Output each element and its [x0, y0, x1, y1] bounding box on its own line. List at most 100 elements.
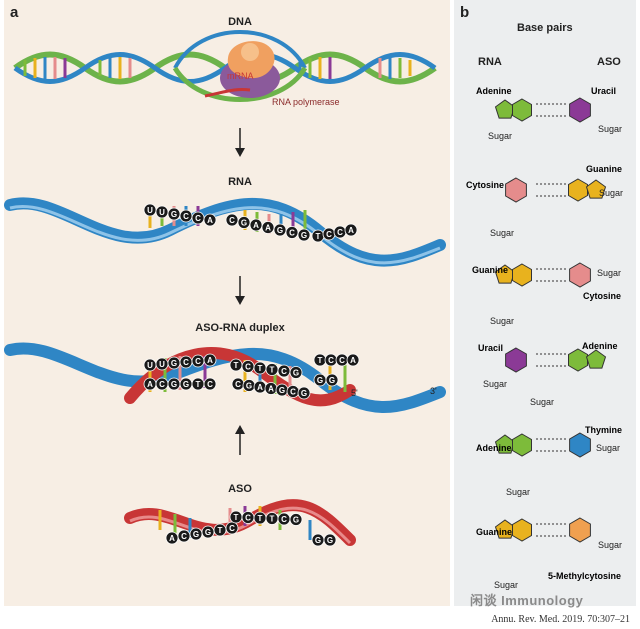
- pair1-right-sugar: Sugar: [598, 124, 623, 134]
- duplex-rna-bead-letter: C: [235, 380, 241, 389]
- rna-bead-letter: C: [337, 228, 343, 237]
- aso-bead-letter: C: [281, 515, 287, 524]
- rna-title: RNA: [228, 176, 252, 188]
- rna-bead-letter: G: [171, 210, 177, 219]
- pair1-left-ring-b: [512, 98, 532, 122]
- polymerase-label: RNA polymerase: [272, 97, 340, 107]
- duplex-rna-bead-letter: A: [257, 383, 263, 392]
- pair6-right-name: 5-Methylcytosine: [548, 571, 622, 581]
- duplex-aso-bead: [325, 373, 339, 387]
- panel-b-label: b: [460, 4, 470, 21]
- duplex-aso-bead-letter: G: [293, 369, 299, 378]
- pair5-left-ring-b: [512, 433, 532, 457]
- rna-bead-letter: T: [316, 232, 321, 241]
- pair5-right-sugar: Sugar: [596, 443, 621, 453]
- pair2-left-sugar: Sugar: [490, 228, 515, 238]
- three-prime-label: 3': [430, 386, 437, 396]
- duplex-rna-bead-letter: C: [290, 388, 296, 397]
- pair4-right-ring-a: [568, 348, 588, 372]
- rna-bead: [249, 218, 263, 232]
- duplex-aso-bead-letter: A: [147, 380, 153, 389]
- base-pair-structures: [494, 97, 607, 543]
- aso-bead-letter: T: [258, 514, 263, 523]
- aso-title: ASO: [228, 483, 252, 495]
- aso-bead-letter: G: [205, 528, 211, 537]
- rna-bead: [285, 226, 299, 239]
- pair6-left-sugar: Sugar: [494, 580, 519, 590]
- duplex-aso-bead-letter: G: [329, 376, 335, 385]
- pair2-right-sugar: Sugar: [599, 188, 624, 198]
- duplex-aso-bead: [289, 366, 303, 379]
- rna-bead: [297, 228, 311, 242]
- pair3-right-sugar: Sugar: [597, 268, 622, 278]
- duplex-rna-bead-letter: G: [171, 359, 177, 368]
- aso-bead-letter: G: [293, 516, 299, 525]
- pair3-left-sugar: Sugar: [490, 316, 515, 326]
- duplex-aso-bead-letter: T: [270, 366, 275, 375]
- duplex-rna-bead-letter: C: [328, 356, 334, 365]
- panel-a-label: a: [10, 4, 19, 21]
- duplex-rna-bead-letter: A: [207, 356, 213, 365]
- pair6-left-name: Guanine: [476, 527, 513, 537]
- rna-polymerase-icon: [204, 41, 280, 98]
- watermark: 闲谈 Immunology: [470, 593, 584, 608]
- aso-bead: [323, 533, 337, 547]
- pair3-right-ring: [569, 262, 591, 288]
- duplex-rna-bead: [203, 353, 217, 367]
- down-arrow-1-icon: [235, 128, 245, 157]
- duplex-aso-bead: [203, 377, 217, 391]
- pair1-right-ring: [569, 97, 591, 123]
- duplex-aso-bead-letter: T: [258, 364, 263, 373]
- rna-bead: [344, 223, 358, 237]
- rna-bead-letter: A: [265, 224, 271, 233]
- duplex-aso-bead-letter: C: [245, 363, 251, 372]
- dna-title: DNA: [228, 16, 252, 28]
- duplex-rna-bead: [346, 353, 360, 367]
- pair6-right-sugar: Sugar: [598, 540, 623, 550]
- rna-bead-letter: A: [253, 221, 259, 230]
- duplex-title: ASO-RNA duplex: [195, 322, 285, 334]
- rna-bead-letter: C: [326, 230, 332, 239]
- pair4-right-name: Adenine: [582, 341, 618, 351]
- duplex-rna-bead-letter: A: [350, 356, 356, 365]
- rna-bead-letter: A: [348, 226, 354, 235]
- aso-bead-letter: G: [193, 530, 199, 539]
- duplex-rna-bead-letter: A: [268, 385, 274, 394]
- aso-bead-letter: C: [245, 514, 251, 523]
- aso-bead-letter: A: [169, 534, 175, 543]
- duplex-aso-bead-letter: G: [171, 380, 177, 389]
- pair5-right-ring: [569, 432, 591, 458]
- rna-bead-letter: U: [147, 206, 153, 215]
- rna-bead-letter: G: [241, 219, 247, 228]
- rna-bead-letter: C: [229, 216, 235, 225]
- duplex-rna-bead: [297, 386, 311, 400]
- duplex-rna-bead-letter: C: [339, 356, 345, 365]
- rna-bead-letter: C: [183, 212, 189, 221]
- pair2-right-name: Guanine: [586, 164, 623, 174]
- rna-bead-letter: C: [195, 214, 201, 223]
- duplex-rna-bead-letter: G: [246, 382, 252, 391]
- pair1-right-name: Uracil: [591, 86, 617, 96]
- duplex-aso-bead-letter: C: [281, 367, 287, 376]
- pair4-left-ring: [505, 347, 527, 373]
- duplex-aso-bead-letter: G: [183, 380, 189, 389]
- rna-bead-letter: U: [159, 208, 165, 217]
- duplex-aso-bead-letter: C: [207, 380, 213, 389]
- pair6-right-ring: [569, 517, 591, 543]
- rna-bead: [225, 213, 239, 227]
- pair1-left-ring-a: [494, 99, 516, 119]
- rna-bead: [273, 223, 287, 237]
- pair1-left-sugar: Sugar: [488, 131, 513, 141]
- aso-bead-letter: C: [229, 524, 235, 533]
- pair5-right-name: Thymine: [585, 425, 623, 435]
- pair5-left-sugar: Sugar: [506, 487, 531, 497]
- aso-bead-letter: G: [315, 536, 321, 545]
- down-arrow-2-icon: [235, 276, 245, 305]
- rna-column-header: RNA: [478, 56, 502, 68]
- five-prime-label: 5': [351, 388, 358, 398]
- pair2-right-ring-a: [568, 178, 588, 202]
- rna-bead-letter: G: [301, 231, 307, 240]
- aso-bead: [289, 513, 303, 526]
- pair4-left-sugar: Sugar: [483, 379, 508, 389]
